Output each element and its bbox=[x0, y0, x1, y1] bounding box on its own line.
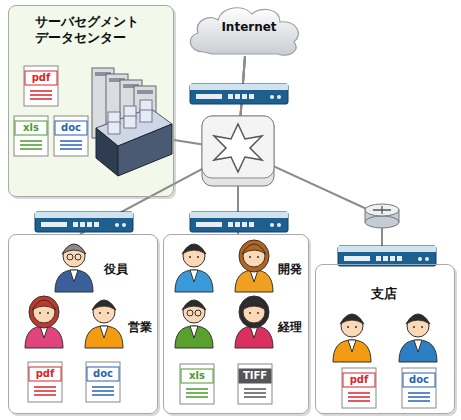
file-icon bbox=[54, 116, 88, 156]
group-label: 営業 bbox=[128, 319, 152, 336]
file-icon bbox=[28, 362, 62, 402]
file-icon bbox=[180, 364, 214, 404]
file-icon bbox=[342, 368, 376, 408]
segment-panel: 開発経理 bbox=[163, 234, 309, 414]
segment-panel: 支店 bbox=[315, 264, 455, 414]
group-label: 開発 bbox=[278, 261, 302, 278]
file-type-label: pdf bbox=[28, 71, 54, 85]
person-figure bbox=[399, 314, 437, 362]
person-figure bbox=[85, 300, 123, 348]
internet-cloud: Internet bbox=[182, 2, 308, 60]
firewall-device bbox=[190, 84, 288, 104]
file-type-label: doc bbox=[406, 373, 432, 387]
person-figure bbox=[235, 240, 273, 292]
file-type-label: pdf bbox=[346, 373, 372, 387]
server-rack bbox=[92, 68, 172, 176]
file-icon bbox=[238, 364, 272, 404]
panel-fill bbox=[8, 5, 174, 197]
router bbox=[365, 204, 399, 228]
cloud-label: Internet bbox=[186, 20, 312, 34]
firewall-device bbox=[338, 246, 436, 266]
person-figure bbox=[333, 314, 371, 362]
segment-panel: サーバセグメント データセンター bbox=[8, 5, 174, 197]
file-icon bbox=[14, 116, 48, 156]
person-figure bbox=[175, 244, 213, 292]
panel-fill bbox=[8, 234, 158, 414]
firewall-device bbox=[35, 212, 133, 232]
file-type-label: doc bbox=[90, 367, 116, 381]
person-figure bbox=[175, 300, 213, 348]
panel-fill bbox=[315, 264, 455, 414]
panel-fill bbox=[163, 234, 309, 414]
file-icon bbox=[402, 368, 436, 408]
person-figure bbox=[55, 244, 93, 292]
person-figure bbox=[25, 296, 63, 348]
file-type-label: TIFF bbox=[242, 369, 268, 383]
file-type-label: doc bbox=[58, 121, 84, 135]
file-type-label: xls bbox=[18, 121, 44, 135]
panel-title: サーバセグメント データセンター bbox=[35, 14, 155, 47]
group-label: 経理 bbox=[278, 319, 302, 336]
person-figure bbox=[235, 296, 273, 348]
file-type-label: pdf bbox=[32, 367, 58, 381]
core-switch bbox=[202, 116, 274, 186]
group-label: 支店 bbox=[371, 285, 397, 303]
group-label: 役員 bbox=[104, 261, 128, 278]
file-icon bbox=[86, 362, 120, 402]
file-type-label: xls bbox=[184, 369, 210, 383]
segment-panel: 役員営業 bbox=[8, 234, 158, 414]
firewall-device bbox=[190, 212, 288, 232]
file-icon bbox=[24, 66, 58, 106]
